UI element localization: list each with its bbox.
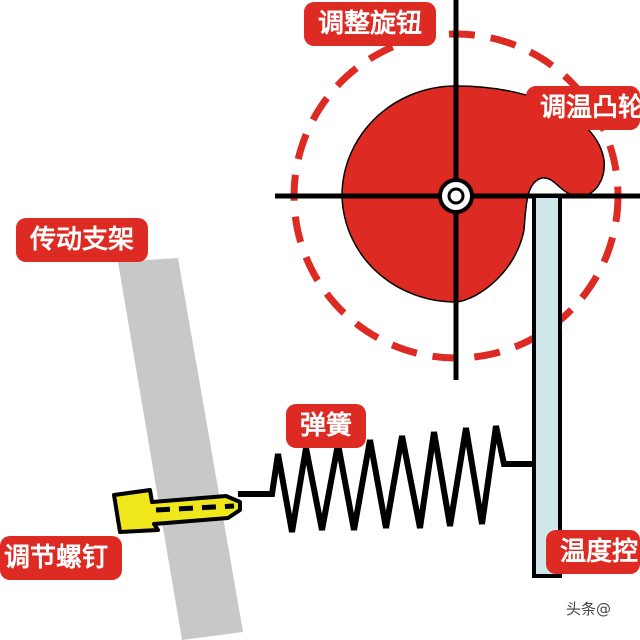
label-adjust-screw: 调节螺钉 [0,536,123,580]
label-temp-control: 温度控 [546,530,640,574]
label-spring: 弹簧 [286,404,367,448]
label-temp-cam: 调温凸轮 [526,86,640,130]
temperature-control-rod [532,194,562,578]
adjusting-screw [112,488,242,534]
drive-bracket [118,258,243,640]
watermark: 头条@ [566,600,612,618]
screw-slot [155,503,235,513]
label-drive-bracket: 传动支架 [16,218,149,262]
label-adjust-knob: 调整旋钮 [304,2,437,46]
spring [238,425,534,533]
